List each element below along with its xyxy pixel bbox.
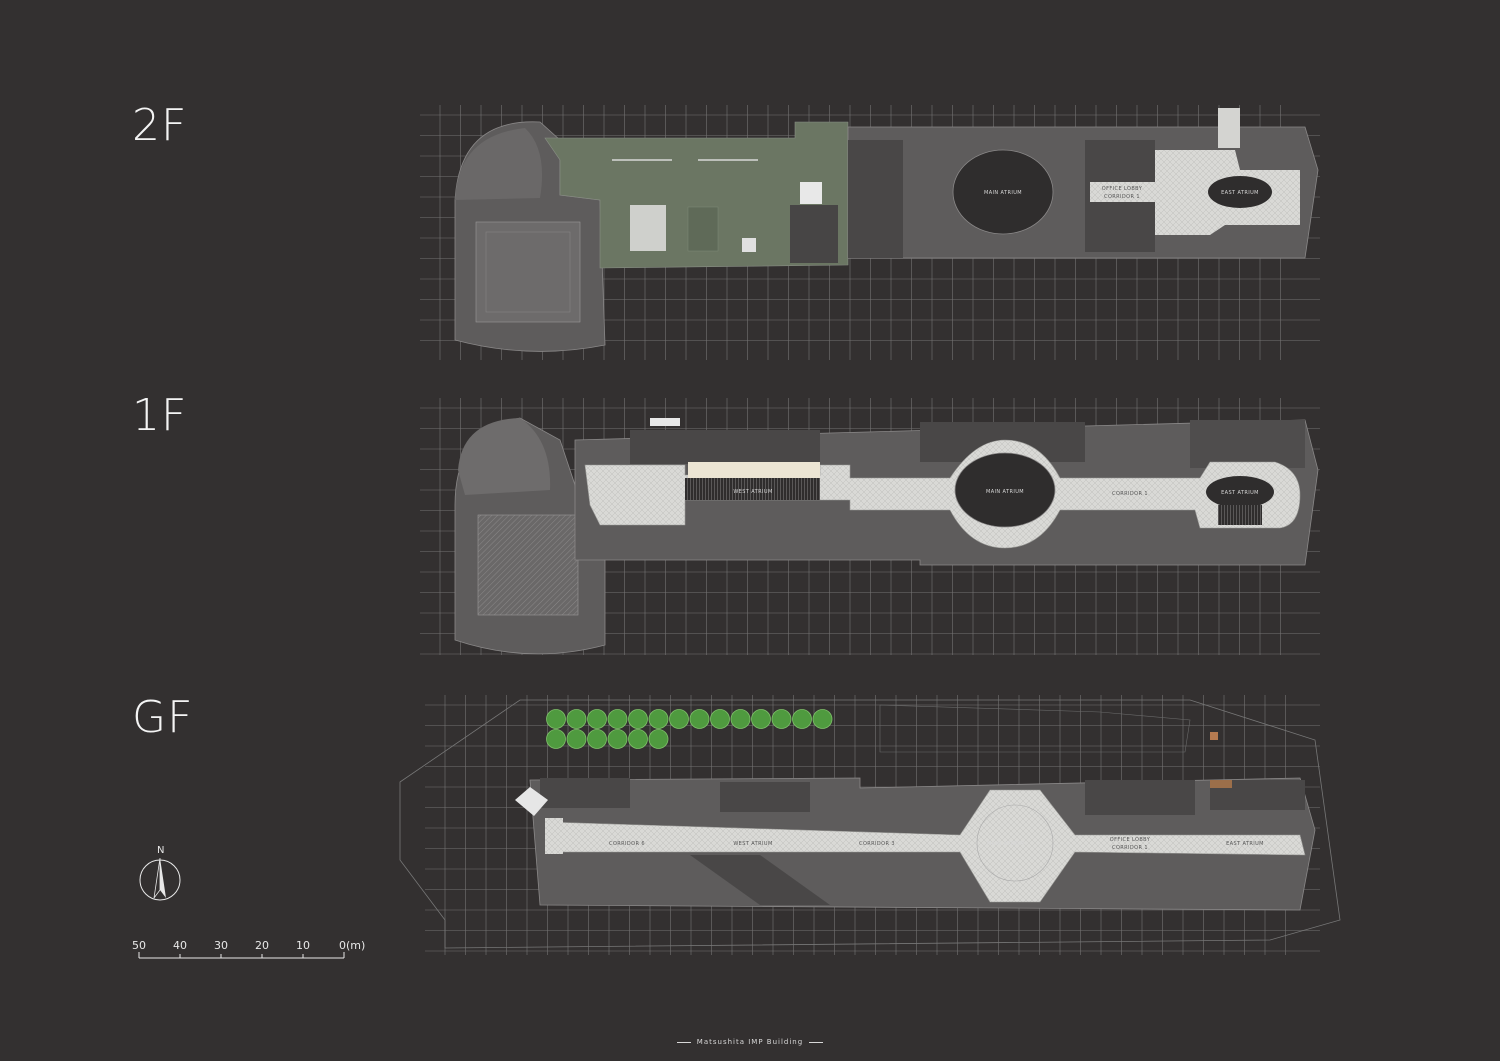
- north-label: N: [157, 845, 165, 856]
- floor-label-1f: 1F: [132, 390, 188, 441]
- footer-title-text: Matsushita IMP Building: [696, 1038, 804, 1046]
- room-label-gf-office-lobby: OFFICE LOBBY: [1110, 837, 1151, 843]
- tree-icon: [730, 709, 751, 729]
- tree-icon: [628, 729, 648, 749]
- room-label-gf-corridor-1: CORRIDOR 1: [1112, 845, 1148, 851]
- plan-2f: MAIN ATRIUM OFFICE LOBBY CORRIDOR 1 EAST…: [420, 105, 1320, 360]
- room-label-1f-corridor-1: CORRIDOR 1: [1112, 491, 1148, 497]
- tree-icon: [546, 709, 566, 729]
- tree-icon: [587, 709, 607, 729]
- floor-label-gf: GF: [132, 692, 194, 743]
- tree-icon: [648, 709, 669, 729]
- room-label-1f-main-atrium: MAIN ATRIUM: [986, 489, 1024, 495]
- scale-tick-20: 20: [255, 939, 269, 952]
- tree-icon: [689, 709, 710, 729]
- tree-icon: [648, 729, 669, 749]
- plan-gf: CORRIDOR 6 WEST ATRIUM CORRIDOR 3 MAIN A…: [399, 695, 1341, 955]
- room-label-gf-east-atrium: EAST ATRIUM: [1226, 841, 1264, 847]
- tree-icon: [812, 709, 833, 729]
- scale-tick-10: 10: [296, 939, 310, 952]
- room-label-2f-east-atrium: EAST ATRIUM: [1221, 190, 1259, 196]
- tree-icon: [607, 729, 628, 749]
- room-label-gf-west-atrium: WEST ATRIUM: [733, 841, 772, 847]
- north-arrow-icon: [139, 857, 181, 901]
- tree-icon: [669, 709, 689, 729]
- tree-icon: [566, 729, 587, 749]
- room-label-gf-corridor-6: CORRIDOR 6: [609, 841, 645, 847]
- scale-bar: [138, 952, 345, 959]
- tree-icon: [546, 729, 566, 749]
- scale-tick-30: 30: [214, 939, 228, 952]
- floor-label-2f: 2F: [132, 100, 188, 151]
- tree-icon: [566, 709, 587, 729]
- room-label-2f-corridor-1: CORRIDOR 1: [1104, 194, 1140, 200]
- scale-tick-40: 40: [173, 939, 187, 952]
- room-label-2f-office-lobby: OFFICE LOBBY: [1102, 186, 1143, 192]
- tree-icon: [771, 709, 792, 729]
- trees-gf: [546, 709, 833, 749]
- tree-icon: [792, 709, 812, 729]
- room-label-2f-main-atrium: MAIN ATRIUM: [984, 190, 1022, 196]
- tree-icon: [607, 709, 628, 729]
- room-label-1f-west-atrium: WEST ATRIUM: [733, 489, 772, 495]
- room-label-gf-main-atrium: MAIN ATRIUM: [987, 841, 1025, 847]
- tree-icon: [710, 709, 730, 729]
- scale-tick-50: 50: [132, 939, 146, 952]
- footer-title: Matsushita IMP Building: [0, 1038, 1500, 1046]
- scale-tick-0m: 0(m): [339, 939, 366, 952]
- room-label-gf-corridor-3: CORRIDOR 3: [859, 841, 895, 847]
- plan-1f: WEST ATRIUM MAIN ATRIUM CORRIDOR 1 EAST …: [420, 398, 1320, 655]
- tree-icon: [751, 709, 771, 729]
- tree-icon: [628, 709, 648, 729]
- tree-icon: [587, 729, 607, 749]
- room-label-1f-east-atrium: EAST ATRIUM: [1221, 490, 1259, 496]
